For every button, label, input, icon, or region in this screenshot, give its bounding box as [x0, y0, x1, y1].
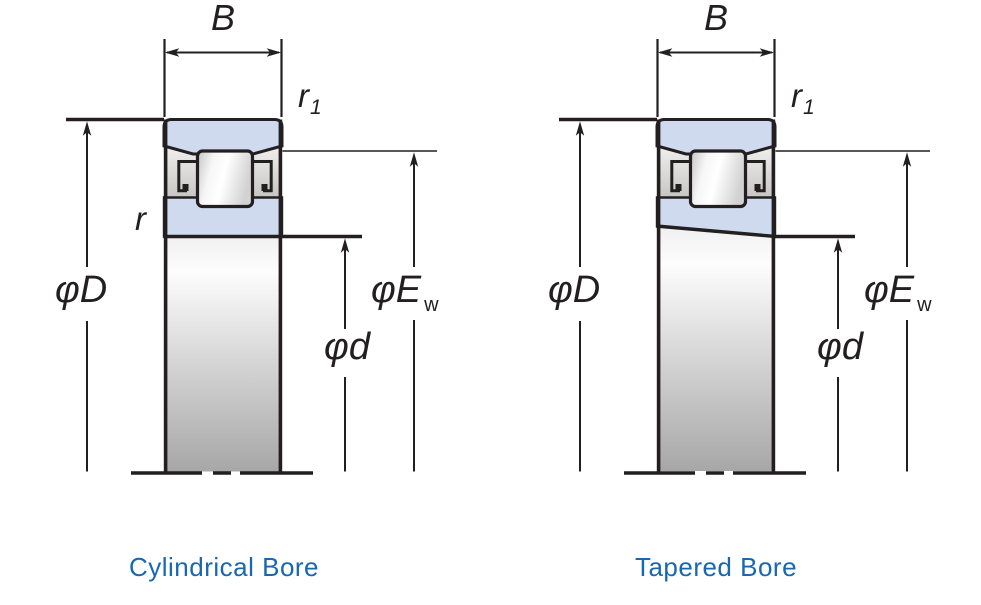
figure-cylindrical-bore — [66, 39, 437, 475]
cage-right-nub — [754, 184, 761, 191]
roller — [195, 149, 255, 209]
dim-label-phiD-left: φD — [55, 269, 108, 311]
shaft — [165, 236, 281, 472]
outer-ring — [655, 118, 777, 156]
tapered-bore-line — [655, 224, 777, 239]
caption-cylindrical-bore: Cylindrical Bore — [128, 552, 320, 582]
dim-phid — [833, 238, 843, 472]
dim-B — [656, 39, 776, 117]
figure-tapered-bore — [559, 39, 930, 475]
dim-phiD — [82, 121, 92, 472]
caption-tapered-bore: Tapered Bore — [634, 552, 798, 582]
cage-left-nub — [675, 184, 682, 191]
dim-B — [163, 39, 283, 117]
dim-phiEw — [282, 150, 437, 472]
dim-label-r-left: r — [135, 200, 146, 237]
dim-phid — [340, 238, 350, 472]
dim-label-B-left: B — [210, 0, 235, 38]
dim-label-phiD-right: φD — [548, 269, 601, 311]
dim-label-r1-left: r1 — [298, 77, 322, 119]
dim-label-r1-right: r1 — [791, 77, 815, 119]
dim-phiEw — [775, 150, 930, 472]
roller — [688, 149, 748, 209]
cage-left-nub — [182, 184, 189, 191]
dim-label-phid-left: φd — [324, 326, 370, 368]
dim-label-phid-right: φd — [817, 326, 863, 368]
dim-phiD — [575, 121, 585, 472]
cage-right-nub — [261, 184, 268, 191]
dim-label-B-right: B — [703, 0, 728, 38]
outer-ring — [162, 118, 284, 156]
shaft-tapered — [658, 227, 774, 471]
